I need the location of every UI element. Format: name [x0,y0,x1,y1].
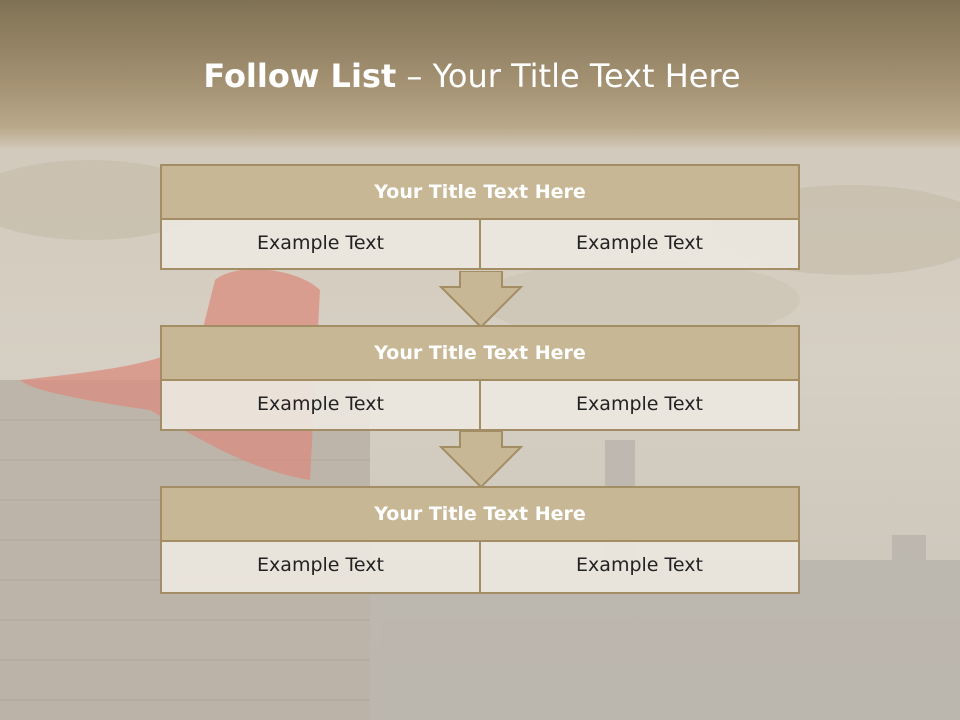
slide-title: Follow List – Your Title Text Here [0,55,952,97]
step-cell-left: Example Text [257,393,384,415]
step-title: Your Title Text Here [160,164,800,220]
step-cell-right: Example Text [479,220,798,268]
step-cell-left: Example Text [257,232,384,254]
step-cell-right: Example Text [479,542,798,592]
step-cell-right: Example Text [479,381,798,429]
down-arrow-icon [438,431,524,489]
step-row: Example Text Example Text [160,381,800,431]
step-cell-left: Example Text [257,554,384,576]
step-title: Your Title Text Here [160,325,800,381]
step-block-1: Your Title Text Here Example Text Exampl… [160,164,800,270]
title-rest: – Your Title Text Here [396,57,741,95]
header-band [0,0,960,150]
step-title: Your Title Text Here [160,486,800,542]
step-block-3: Your Title Text Here Example Text Exampl… [160,486,800,594]
title-bold: Follow List [203,57,397,95]
step-row: Example Text Example Text [160,220,800,270]
cloud [0,160,210,240]
down-arrow-icon [438,271,524,329]
step-block-2: Your Title Text Here Example Text Exampl… [160,325,800,431]
step-row: Example Text Example Text [160,542,800,594]
cloud [480,260,800,340]
